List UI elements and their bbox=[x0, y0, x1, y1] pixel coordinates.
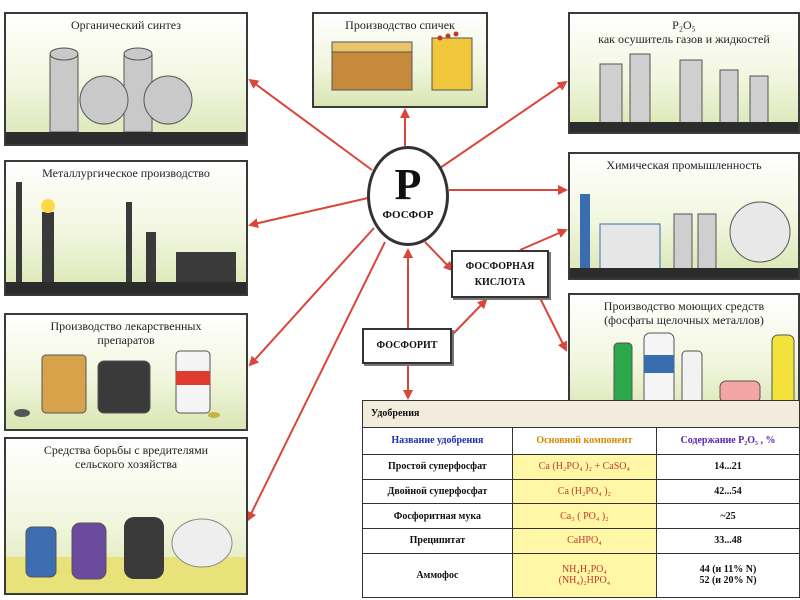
panel-caption: Металлургическое производство bbox=[42, 166, 210, 180]
table-row: Простой суперфосфат Ca (H₂PO₄ )₂ + CaSO₄… bbox=[362, 453, 800, 480]
arrow-phosphorite-to-acid bbox=[451, 298, 488, 336]
panel-caption-line1: Средства борьбы с вредителями bbox=[43, 443, 209, 457]
panel-caption: Органический синтез bbox=[70, 18, 182, 32]
fertilizer-content: 33...48 bbox=[656, 528, 800, 554]
component-line2: (NH₄)₂HPO₄ bbox=[558, 575, 611, 587]
arrow-to-medicine bbox=[248, 227, 375, 367]
content-line1: 44 (и 11% N) bbox=[699, 564, 757, 576]
fertilizer-name: Двойной суперфосфат bbox=[362, 478, 513, 505]
column-header-name: Название удобрения bbox=[362, 426, 513, 455]
element-name: ФОСФОР bbox=[382, 209, 434, 221]
arrow-acid-to-chemical bbox=[519, 228, 568, 251]
panel-organic-synthesis: Органический синтез bbox=[4, 12, 248, 146]
fertilizer-name: Аммофос bbox=[362, 552, 513, 599]
matchbox-illustration bbox=[331, 31, 473, 91]
arrow-to-acid bbox=[424, 241, 454, 272]
fertilizers-table: Удобрения Название удобрения Основной ко… bbox=[362, 400, 800, 599]
panel-caption-line1: Производство лекарственных bbox=[50, 319, 202, 333]
table-row: Фосфоритная мука Ca₃ ( PO₄ )₂ ~25 bbox=[362, 503, 800, 530]
table-title: Удобрения bbox=[362, 400, 800, 428]
panel-matches: Производство спичек bbox=[312, 12, 488, 108]
fertilizer-component: Ca₃ ( PO₄ )₂ bbox=[511, 503, 658, 530]
phosphorite-label: ФОСФОРИТ bbox=[376, 340, 438, 351]
panel-pest-control: Средства борьбы с вредителями сельского … bbox=[4, 437, 248, 595]
fertilizer-name: Фосфоритная мука bbox=[362, 503, 513, 530]
medicine-jars-illustration bbox=[14, 350, 220, 418]
panel-chemical-industry: Химическая промышленность bbox=[568, 152, 800, 280]
fertilizer-name: Простой суперфосфат bbox=[362, 453, 513, 480]
panel-caption: Производство спичек bbox=[345, 18, 455, 32]
fertilizer-content: 44 (и 11% N) 52 (и 20% N) bbox=[656, 552, 800, 599]
fertilizer-content: 42...54 bbox=[656, 478, 800, 505]
column-header-content: Содержание P₂O₅ , % bbox=[656, 426, 800, 455]
table-row: Двойной суперфосфат Ca (H₂PO₄ )₂ 42...54 bbox=[362, 478, 800, 505]
panel-metallurgy: Металлургическое производство bbox=[4, 160, 248, 296]
panel-p2o5: P₂O₅ как осушитель газов и жидкостей bbox=[568, 12, 800, 134]
content-line2: 52 (и 20% N) bbox=[699, 575, 757, 587]
fertilizer-component: CaHPO₄ bbox=[511, 528, 658, 554]
pesticide-containers-illustration bbox=[6, 517, 246, 593]
table-row: Аммофос NH₄H₂PO₄ (NH₄)₂HPO₄ 44 (и 11% N)… bbox=[362, 552, 800, 599]
acid-label-line1: ФОСФОРНАЯ bbox=[465, 261, 535, 272]
fertilizer-content: 14...21 bbox=[656, 453, 800, 480]
panel-caption-line2: препаратов bbox=[97, 333, 155, 347]
panel-detergents: Производство моющих средств (фосфаты щел… bbox=[568, 293, 800, 419]
drying-towers-illustration bbox=[570, 53, 798, 132]
fertilizer-component: Ca (H₂PO₄ )₂ + CaSO₄ bbox=[511, 453, 658, 480]
panel-caption-line1: Производство моющих средств bbox=[603, 299, 765, 313]
p2o5-formula: P₂O₅ bbox=[672, 18, 696, 32]
refinery-illustration bbox=[6, 47, 246, 144]
fertilizer-name: Преципитат bbox=[362, 528, 513, 554]
detergent-bottles-illustration bbox=[613, 332, 795, 410]
arrow-acid-to-detergent bbox=[539, 297, 567, 352]
component-line1: NH₄H₂PO₄ bbox=[561, 564, 607, 576]
panel-caption: Химическая промышленность bbox=[606, 158, 762, 172]
p2o5-caption: как осушитель газов и жидкостей bbox=[598, 32, 770, 46]
chemical-plant-illustration bbox=[570, 194, 798, 278]
factory-illustration bbox=[6, 182, 246, 294]
fertilizer-component: NH₄H₂PO₄ (NH₄)₂HPO₄ bbox=[511, 552, 658, 599]
flame-icon bbox=[41, 199, 55, 213]
element-symbol: P bbox=[394, 160, 422, 209]
phosphorus-node: P ФОСФОР bbox=[367, 146, 449, 246]
phosphorite-box: ФОСФОРИТ bbox=[362, 328, 452, 364]
table-row: Преципитат CaHPO₄ 33...48 bbox=[362, 528, 800, 554]
acid-label-line2: КИСЛОТА bbox=[474, 277, 526, 288]
panel-medicine: Производство лекарственных препаратов bbox=[4, 313, 248, 431]
phosphoric-acid-box: ФОСФОРНАЯ КИСЛОТА bbox=[451, 250, 549, 298]
panel-caption-line2: сельского хозяйства bbox=[74, 457, 178, 471]
arrow-to-metallurgy bbox=[248, 197, 369, 229]
fertilizer-component: Ca (H₂PO₄ )₂ bbox=[511, 478, 658, 505]
column-header-component: Основной компонент bbox=[511, 426, 658, 455]
panel-caption-line2: (фосфаты щелочных металлов) bbox=[604, 313, 764, 327]
fertilizer-content: ~25 bbox=[656, 503, 800, 530]
